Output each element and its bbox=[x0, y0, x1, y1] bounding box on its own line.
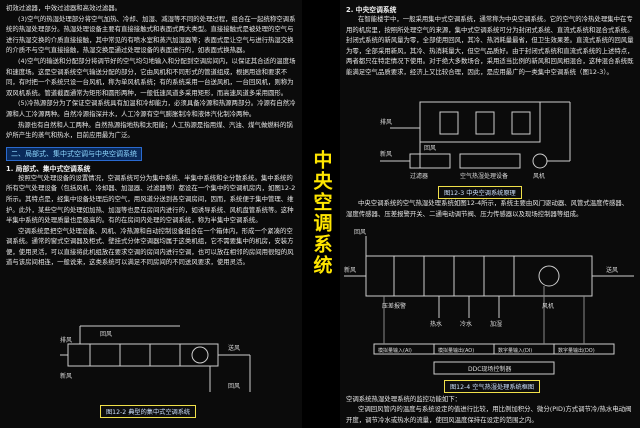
left-page: 初效过滤器，中效过滤器和高效过滤器。 (3)空气的热湿处理部分将空气加热、冷却、… bbox=[0, 0, 302, 428]
subheading: 1. 局部式、集中式空调系统 bbox=[6, 164, 91, 173]
fan-icon bbox=[191, 346, 209, 364]
label-return: 回风 bbox=[354, 229, 366, 236]
label-di: 数字量输入(DI) bbox=[498, 347, 532, 354]
room-box bbox=[511, 111, 531, 135]
label-exhaust: 排风 bbox=[380, 118, 392, 126]
filter-box bbox=[409, 153, 451, 169]
section-heading: 二、局部式、集中式空调与中央空调系统 bbox=[6, 146, 142, 161]
central-ac-principle-figure: 排风 新风 回风 过滤器 空气热湿处理设备 风机 bbox=[380, 101, 571, 180]
spine-title-text: 中央空调系统 bbox=[310, 150, 333, 276]
right-page: 2. 中央空调系统 在智能楼宇中，一般采用集中式空调系统，通常称为中央空调系统。… bbox=[340, 0, 640, 428]
label-exhaust-air: 排风 bbox=[60, 336, 72, 344]
spine-title: 中央空调系统 bbox=[302, 150, 340, 276]
paragraph: (4)空气的输送和分配部分将调节好的空气均匀地输入和分配到空调房间内，以保证其合… bbox=[6, 56, 296, 97]
label-fresh: 新风 bbox=[380, 150, 392, 158]
label-fresh: 新风 bbox=[344, 266, 356, 274]
label-hot-water: 热水 bbox=[430, 320, 442, 328]
hvac-control-block-diagram: 回风 新风 送风 压差报警 热水 冷水 加湿 风机 模拟量输入(AI) 模拟量输… bbox=[344, 229, 634, 375]
subheading: 2. 中央空调系统 bbox=[346, 6, 397, 14]
paragraph: 在智能楼宇中，一般采用集中式空调系统，通常称为中央空调系统。它的空气的冷热处理集… bbox=[346, 15, 634, 76]
ahu-box bbox=[459, 153, 521, 169]
label-supply: 送风 bbox=[606, 266, 618, 274]
paragraph: 按照空气处理设备的设置情况，空调系统可分为集中系统、半集中系统和全分散系统。集中… bbox=[6, 173, 296, 225]
label-filter: 过滤器 bbox=[410, 172, 428, 180]
fan-icon bbox=[532, 153, 548, 169]
label-ahu: 空气热湿处理设备 bbox=[460, 172, 508, 180]
spine: 中央空调系统 bbox=[302, 0, 340, 428]
label-humidifier: 加湿 bbox=[490, 320, 502, 328]
label-cold-water: 冷水 bbox=[460, 320, 472, 328]
central-ac-system-figure: 回风 送风 新风 排风 回风 bbox=[60, 325, 251, 392]
room-box bbox=[439, 111, 459, 135]
air-duct-box bbox=[365, 255, 593, 297]
label-fan: 风机 bbox=[533, 172, 545, 180]
label-ao: 模拟量输出(AO) bbox=[438, 347, 474, 354]
label-return: 回风 bbox=[424, 145, 436, 152]
label-fan: 风机 bbox=[542, 302, 554, 310]
label-do: 数字量输出(DO) bbox=[558, 347, 595, 354]
paragraph: 初效过滤器，中效过滤器和高效过滤器。 bbox=[6, 4, 122, 12]
label-ddc: DDC现场控制器 bbox=[468, 365, 511, 373]
paragraph: (3)空气的热湿处理部分将空气加热、冷却、加湿、减湿等不同的处理过程，组合在一起… bbox=[6, 14, 296, 55]
paragraph: 空调系统是把空气处理设备、风机、冷热源和自动控制设备组合在一个箱体内，形成一个紧… bbox=[6, 226, 294, 267]
label-return-air-2: 回风 bbox=[228, 383, 240, 390]
figure-caption: 图12-2 典型的集中式空调系统 bbox=[100, 405, 197, 418]
paragraph: 空调回风管内的温度与系统设定的值进行比较，用比例加积分、微分(PID)方式调节冷… bbox=[346, 405, 632, 424]
label-ai: 模拟量输入(AI) bbox=[378, 347, 412, 354]
label-fresh-air: 新风 bbox=[60, 372, 72, 380]
label-return-air: 回风 bbox=[100, 331, 112, 338]
ddc-controller-box bbox=[433, 361, 555, 375]
figure-caption: 图12-3 中央空调系统原理 bbox=[438, 186, 522, 199]
room-box bbox=[475, 111, 495, 135]
label-filter-alarm: 压差报警 bbox=[382, 302, 406, 310]
label-supply-air: 送风 bbox=[228, 344, 240, 352]
paragraph: (5)冷热源部分为了保证空调系统具有加温和冷却能力，必须具备冷源和热源两部分。冷… bbox=[6, 99, 296, 118]
paragraph: 空调系统热湿处理系统的监控功能如下： bbox=[346, 395, 462, 403]
paragraph: 中央空调系统的空气热湿处理系统如图12-4所示，系统主要由风门驱动器、风管式温度… bbox=[346, 199, 629, 218]
paragraph: 热源也有自然和人工两种。自然热源指地热和太阳能；人工热源是指用煤、汽油、煤气做燃… bbox=[6, 120, 293, 140]
figure-caption: 图12-4 空气热湿处理系统框图 bbox=[444, 380, 541, 393]
fan-icon bbox=[538, 265, 560, 287]
